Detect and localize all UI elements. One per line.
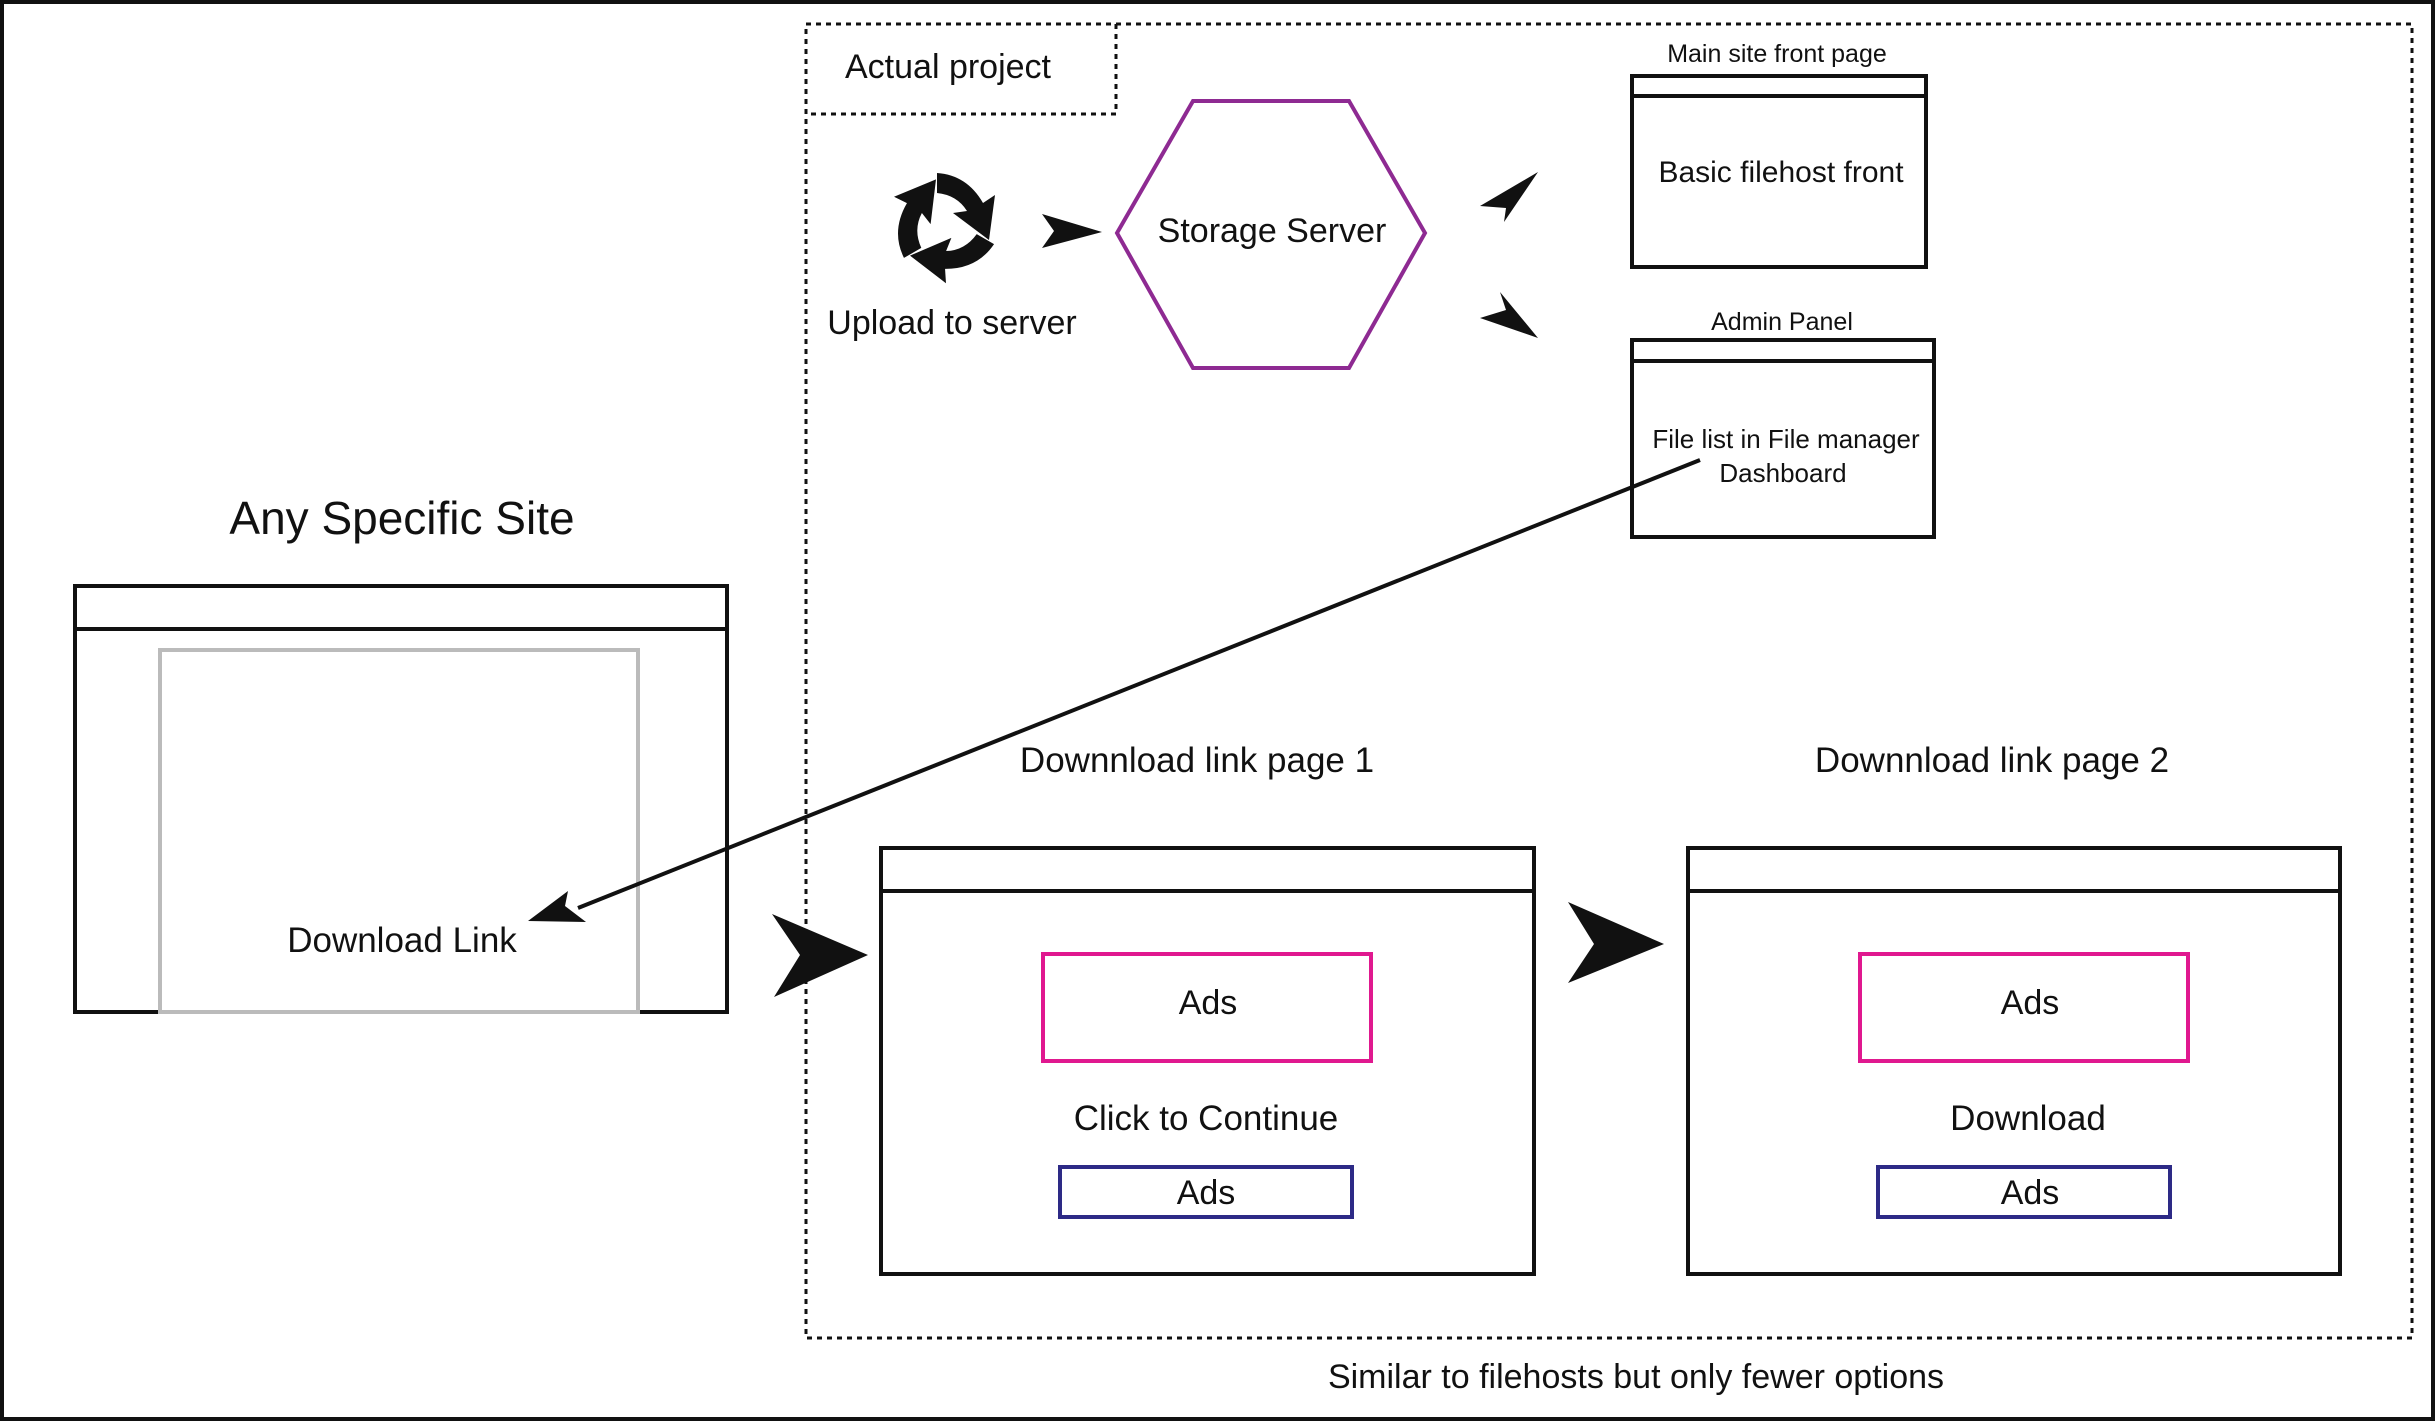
arrow-storage-to-main-site xyxy=(1480,172,1538,222)
connector-file-list-to-download-link xyxy=(577,458,1701,910)
file-list-label-line2: Dashboard xyxy=(1719,458,1846,488)
actual-project-label: Actual project xyxy=(845,48,1052,86)
admin-panel-window xyxy=(1630,338,1936,539)
recycle-arrows-icon xyxy=(894,173,995,284)
page1-ads-bottom-box[interactable] xyxy=(1058,1165,1354,1219)
actual-project-container xyxy=(804,22,2414,1340)
page1-ads-top-box[interactable] xyxy=(1041,952,1373,1063)
page2-ads-top-label: Ads xyxy=(2001,984,2060,1022)
any-site-content-placeholder xyxy=(158,648,640,1014)
storage-server-hexagon xyxy=(1114,99,1428,370)
upload-to-server-label: Upload to server xyxy=(827,304,1076,342)
page1-click-to-continue[interactable]: Click to Continue xyxy=(1074,1099,1339,1138)
page2-ads-bottom-label: Ads xyxy=(2001,1174,2060,1212)
page1-ads-bottom-label: Ads xyxy=(1177,1174,1236,1212)
download-page-2-title: Downnload link page 2 xyxy=(1815,741,2169,780)
actual-project-label-box xyxy=(804,22,1118,116)
footer-note: Similar to filehosts but only fewer opti… xyxy=(1328,1358,1944,1396)
main-site-front-page-title: Main site front page xyxy=(1667,40,1887,68)
page1-ads-top-label: Ads xyxy=(1179,984,1238,1022)
arrow-page1-to-page2 xyxy=(1568,902,1664,983)
storage-server-label: Storage Server xyxy=(1158,212,1387,250)
main-site-front-page-window xyxy=(1630,74,1928,269)
page2-ads-bottom-box[interactable] xyxy=(1876,1165,2172,1219)
arrowhead-download-link xyxy=(528,891,586,922)
arrow-storage-to-admin-panel xyxy=(1480,292,1538,338)
download-page-1-title: Downnload link page 1 xyxy=(1020,741,1374,780)
arrow-site-to-page1 xyxy=(772,914,868,997)
admin-panel-title: Admin Panel xyxy=(1711,308,1853,336)
page2-ads-top-box[interactable] xyxy=(1858,952,2190,1063)
file-list-label-line1: File list in File manager xyxy=(1652,424,1920,454)
page2-download-button[interactable]: Download xyxy=(1950,1099,2106,1138)
download-link-label[interactable]: Download Link xyxy=(287,921,517,960)
any-specific-site-title: Any Specific Site xyxy=(229,492,574,544)
arrow-upload-to-storage xyxy=(1042,214,1102,248)
basic-filehost-front-label: Basic filehost front xyxy=(1658,156,1904,189)
